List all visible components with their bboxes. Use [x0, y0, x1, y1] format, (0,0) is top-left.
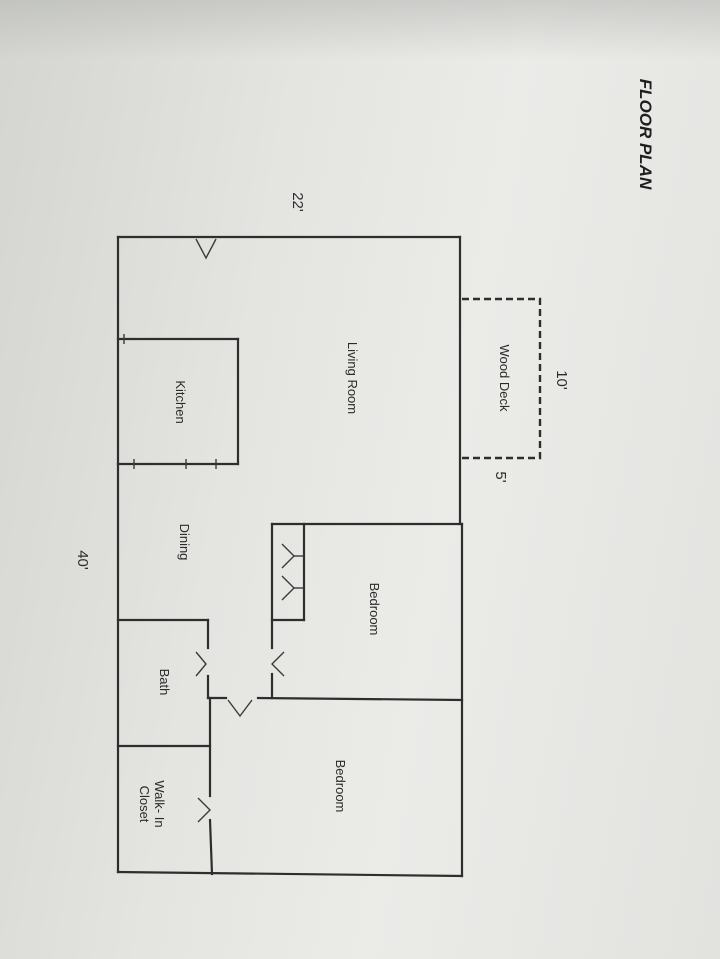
dimension-deck-length: 10' [553, 370, 570, 390]
room-label-bedroom-1: Bedroom [367, 583, 382, 636]
room-label-wood-deck: Wood Deck [497, 345, 512, 412]
paper-shadow [0, 0, 720, 60]
kitchen-walls [116, 334, 240, 469]
room-label-bath: Bath [157, 669, 172, 696]
door-swings [195, 238, 304, 823]
room-label-dining: Dining [177, 524, 192, 561]
room-label-kitchen: Kitchen [173, 380, 188, 423]
wood-deck [462, 297, 542, 460]
room-label-walk-in-closet-line-1: Walk- In [152, 780, 167, 827]
bedroom-1-walls [256, 522, 464, 702]
room-label-living-room: Living Room [345, 342, 360, 414]
page-title: FLOOR PLAN [636, 79, 655, 190]
outer-walls [116, 235, 464, 878]
room-label-bedroom-2: Bedroom [333, 760, 348, 813]
room-label-walk-in-closet-line-2: Closet [137, 786, 152, 823]
dimension-width: 22' [289, 192, 306, 212]
dimension-deck-depth: 5' [492, 471, 509, 482]
bath-closet-walls [116, 618, 228, 876]
dimension-length: 40' [74, 550, 91, 570]
